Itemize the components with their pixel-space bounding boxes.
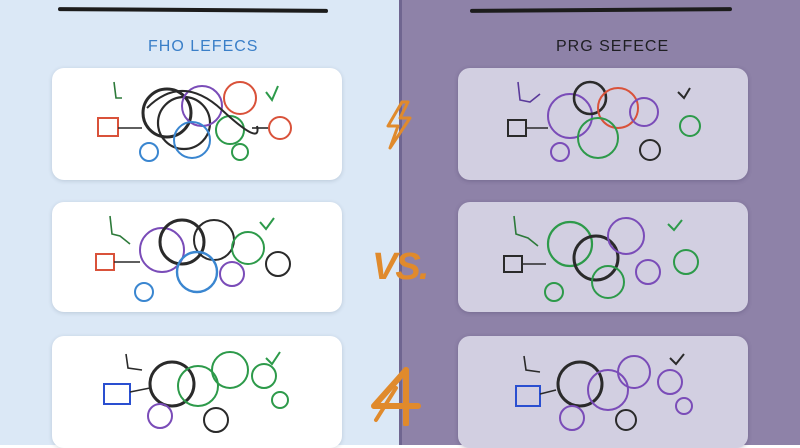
right-panel-title: PRG SEFECE	[556, 38, 670, 55]
left-diagram-card-1	[52, 68, 342, 180]
left-network-diagram-3	[103, 351, 289, 433]
right-network-diagram-3	[515, 353, 693, 431]
monitor-icon	[515, 385, 541, 407]
monitor-icon	[103, 383, 131, 405]
right-diagram-card-2	[458, 202, 748, 312]
left-diagram-card-3	[52, 336, 342, 448]
right-network-diagram-2	[503, 215, 699, 302]
right-network-diagram-1	[507, 80, 701, 162]
vs-label: VS.	[372, 246, 429, 288]
right-diagram-card-1	[458, 68, 748, 180]
right-diagram-card-3	[458, 336, 748, 448]
left-network-diagram-1	[97, 81, 292, 162]
left-network-diagram-2	[95, 215, 291, 302]
left-panel-title: FHO LEFECS	[148, 38, 259, 55]
left-diagram-card-2	[52, 202, 342, 312]
center-divider	[399, 0, 402, 445]
